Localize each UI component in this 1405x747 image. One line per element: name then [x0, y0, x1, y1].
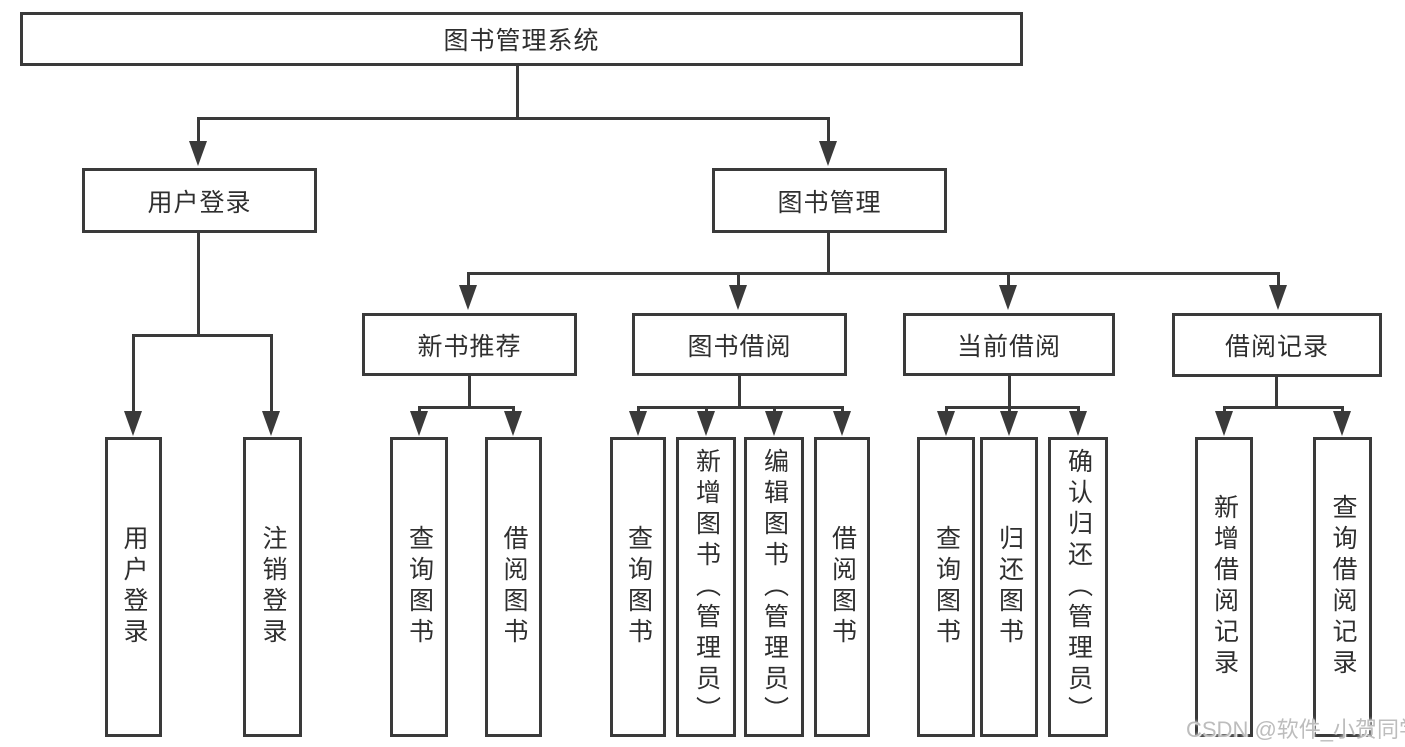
connector-level2-branch [197, 117, 830, 120]
node-label: 图书管理 [777, 188, 882, 217]
node-label: 借阅记录 [1224, 333, 1329, 361]
connector-leaf-stem [270, 334, 273, 414]
arrow-down-icon [697, 411, 715, 436]
connector-leaf-stem [637, 406, 640, 414]
connector-borrow-branch [637, 406, 843, 409]
arrow-down-icon [819, 141, 837, 166]
node-root-system: 图书管理系统 [20, 12, 1023, 66]
connector-leaf-stem [418, 406, 421, 414]
arrow-down-icon [629, 411, 647, 436]
connector-leaf-stem [132, 334, 135, 414]
connector-current-branch [945, 406, 1079, 409]
leaf-label: 查询图书 [405, 525, 434, 649]
connector-user-login-down [197, 233, 200, 335]
node-user-login: 用户登录 [82, 168, 317, 233]
connector-level3-stem [737, 272, 740, 288]
arrow-down-icon [1333, 411, 1351, 436]
arrow-down-icon [1269, 285, 1287, 310]
leaf-label: 用户登录 [120, 525, 148, 649]
leaf-query-books-recommend: 查询图书 [390, 437, 448, 737]
leaf-label: 借阅图书 [500, 525, 528, 649]
leaf-add-borrow-record: 新增借阅记录 [1195, 437, 1253, 737]
leaf-user-login: 用户登录 [105, 437, 162, 737]
connector-level3-stem [1007, 272, 1010, 288]
arrow-down-icon [410, 411, 428, 436]
leaf-add-books-admin: 新增图书（管理员） [676, 437, 736, 737]
connector-leaf-stem [1008, 406, 1011, 414]
connector-leaf-stem [841, 406, 844, 414]
node-borrow-records: 借阅记录 [1172, 313, 1382, 377]
node-label: 当前借阅 [956, 332, 1061, 361]
node-book-management: 图书管理 [712, 168, 947, 233]
connector-leaf-stem [773, 406, 776, 414]
leaf-borrow-books: 借阅图书 [814, 437, 870, 737]
connector-leaf-stem [705, 406, 708, 414]
connector-current-down [1008, 376, 1011, 407]
leaf-return-books: 归还图书 [980, 437, 1038, 737]
leaf-label: 查询借阅记录 [1329, 494, 1357, 680]
arrow-down-icon [124, 411, 142, 436]
leaf-label: 新增图书（管理员） [692, 447, 721, 727]
node-current-borrow: 当前借阅 [903, 313, 1115, 376]
connector-user-login-stem [197, 117, 200, 143]
node-new-book-recommend: 新书推荐 [362, 313, 577, 376]
connector-leaf-stem [1077, 406, 1080, 414]
leaf-label: 查询图书 [624, 525, 653, 649]
connector-newbook-down [468, 376, 471, 407]
arrow-down-icon [833, 411, 851, 436]
csdn-watermark: CSDN @软件_小贺同学 [1186, 717, 1405, 742]
node-label: 图书管理系统 [443, 27, 600, 55]
arrow-down-icon [504, 411, 522, 436]
node-book-borrow: 图书借阅 [632, 313, 847, 376]
connector-leaf-stem [1341, 406, 1344, 414]
leaf-edit-books-admin: 编辑图书（管理员） [744, 437, 804, 737]
leaf-confirm-return-admin: 确认归还（管理员） [1048, 437, 1108, 737]
connector-borrow-down [738, 376, 741, 407]
connector-book-mgmt-down [827, 233, 830, 274]
leaf-logout: 注销登录 [243, 437, 302, 737]
arrow-down-icon [937, 411, 955, 436]
arrow-down-icon [999, 285, 1017, 310]
leaf-label: 注销登录 [259, 525, 287, 649]
connector-root-stem [516, 66, 519, 118]
arrow-down-icon [1000, 411, 1018, 436]
leaf-query-books-borrow: 查询图书 [610, 437, 666, 737]
connector-records-down [1275, 377, 1278, 407]
connector-leaf-stem [945, 406, 948, 414]
connector-user-login-branch [132, 334, 273, 337]
connector-level3-stem [467, 272, 470, 288]
arrow-down-icon [765, 411, 783, 436]
connector-level3-branch [467, 272, 1280, 275]
leaf-query-borrow-record: 查询借阅记录 [1313, 437, 1372, 737]
leaf-label: 编辑图书（管理员） [760, 447, 789, 727]
node-label: 图书借阅 [687, 332, 792, 361]
connector-records-branch [1223, 406, 1343, 409]
arrow-down-icon [729, 285, 747, 310]
leaf-borrow-books-recommend: 借阅图书 [485, 437, 542, 737]
connector-newbook-branch [418, 406, 515, 409]
leaf-label: 新增借阅记录 [1210, 494, 1239, 680]
connector-leaf-stem [1223, 406, 1226, 414]
connector-leaf-stem [512, 406, 515, 414]
node-label: 用户登录 [147, 188, 252, 217]
arrow-down-icon [189, 141, 207, 166]
leaf-label: 归还图书 [995, 525, 1024, 649]
node-label: 新书推荐 [417, 332, 522, 361]
arrow-down-icon [1069, 411, 1087, 436]
connector-level3-stem [1277, 272, 1280, 288]
leaf-query-books-current: 查询图书 [917, 437, 975, 737]
arrow-down-icon [459, 285, 477, 310]
arrow-down-icon [1215, 411, 1233, 436]
connector-book-mgmt-stem [827, 117, 830, 143]
arrow-down-icon [262, 411, 280, 436]
leaf-label: 查询图书 [932, 525, 961, 649]
leaf-label: 确认归还（管理员） [1064, 447, 1093, 727]
leaf-label: 借阅图书 [828, 525, 857, 649]
